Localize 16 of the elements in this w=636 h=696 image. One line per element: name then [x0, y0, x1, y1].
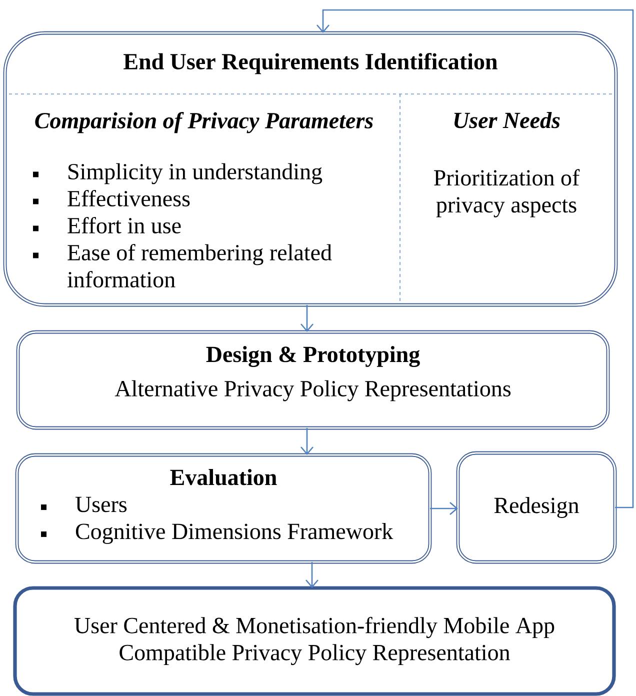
- arrow: [300, 305, 314, 332]
- node-label: Comparision of Privacy Parameters: [35, 112, 373, 134]
- column-section: User Needs Prioritization of privacy aspects: [434, 112, 580, 218]
- column-section: Comparision of Privacy Parameters Simplicity in understanding Effectiveness Effort in use Ease of remembering related information: [33, 112, 373, 288]
- node-label: Effort in use: [68, 216, 181, 234]
- arrow: [316, 9, 634, 508]
- node-label: Effectiveness: [68, 190, 190, 206]
- arrow: [300, 428, 314, 455]
- result-box: User Centered & Monetisation-friendly Mobile App Compatible Privacy Policy Representation: [13, 586, 616, 696]
- arrow: [430, 502, 458, 515]
- node-label: Ease of remembering related information: [67, 244, 332, 288]
- process-box: Design & Prototyping Alternative Privacy Policy Representations: [16, 330, 610, 430]
- process-box: Evaluation Users Cognitive Dimensions Framework: [15, 453, 432, 564]
- arrow: [306, 562, 318, 588]
- node-label: Simplicity in understanding: [68, 163, 322, 184]
- process-box: Redesign: [456, 451, 617, 564]
